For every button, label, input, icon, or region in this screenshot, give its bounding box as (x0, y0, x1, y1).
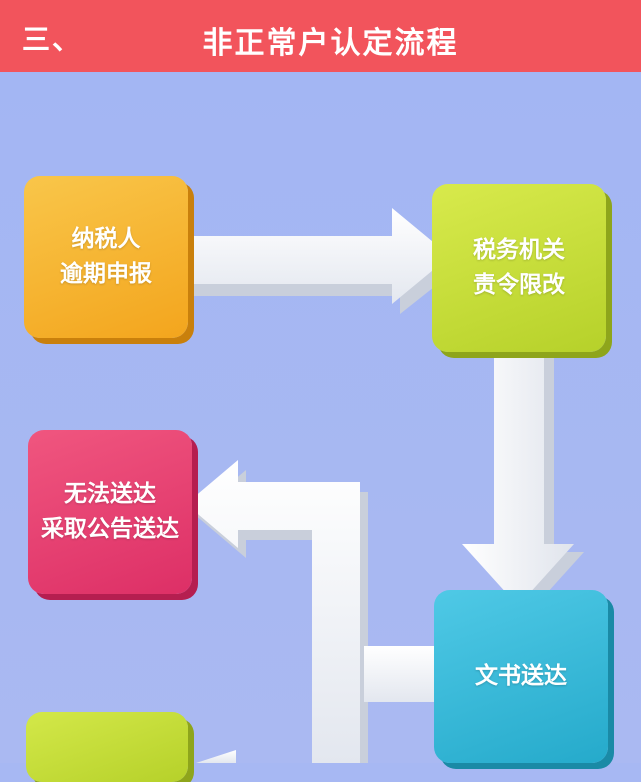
step-text-line: 税务机关 (473, 237, 565, 263)
section-number: 三、 (22, 23, 83, 56)
arrow-delivery-to-notice (186, 460, 440, 763)
step-text-line: 采取公告送达 (41, 516, 179, 542)
flow-arrows (182, 208, 584, 763)
step-text-line: 责令限改 (473, 272, 565, 298)
step-document-delivery: 文书送达 (434, 590, 608, 763)
step-text-line: 无法送达 (64, 481, 156, 507)
step-text-line: 逾期申报 (60, 261, 152, 287)
arrow-to-next-step (196, 750, 236, 763)
arrow-order-to-delivery (462, 346, 584, 614)
step-text-line: 文书送达 (475, 663, 567, 689)
page-title: 非正常户认定流程 (202, 26, 459, 61)
step-overdue-filing: 纳税人 逾期申报 (24, 176, 188, 338)
step-order-correction: 税务机关 责令限改 (432, 184, 606, 352)
arrow-overdue-to-order (182, 208, 458, 314)
step-public-notice: 无法送达 采取公告送达 (28, 430, 192, 594)
header-bar: 三、 非正常户认定流程 (0, 0, 641, 72)
step-text-line: 纳税人 (71, 226, 141, 252)
step-next-partial (26, 712, 188, 782)
